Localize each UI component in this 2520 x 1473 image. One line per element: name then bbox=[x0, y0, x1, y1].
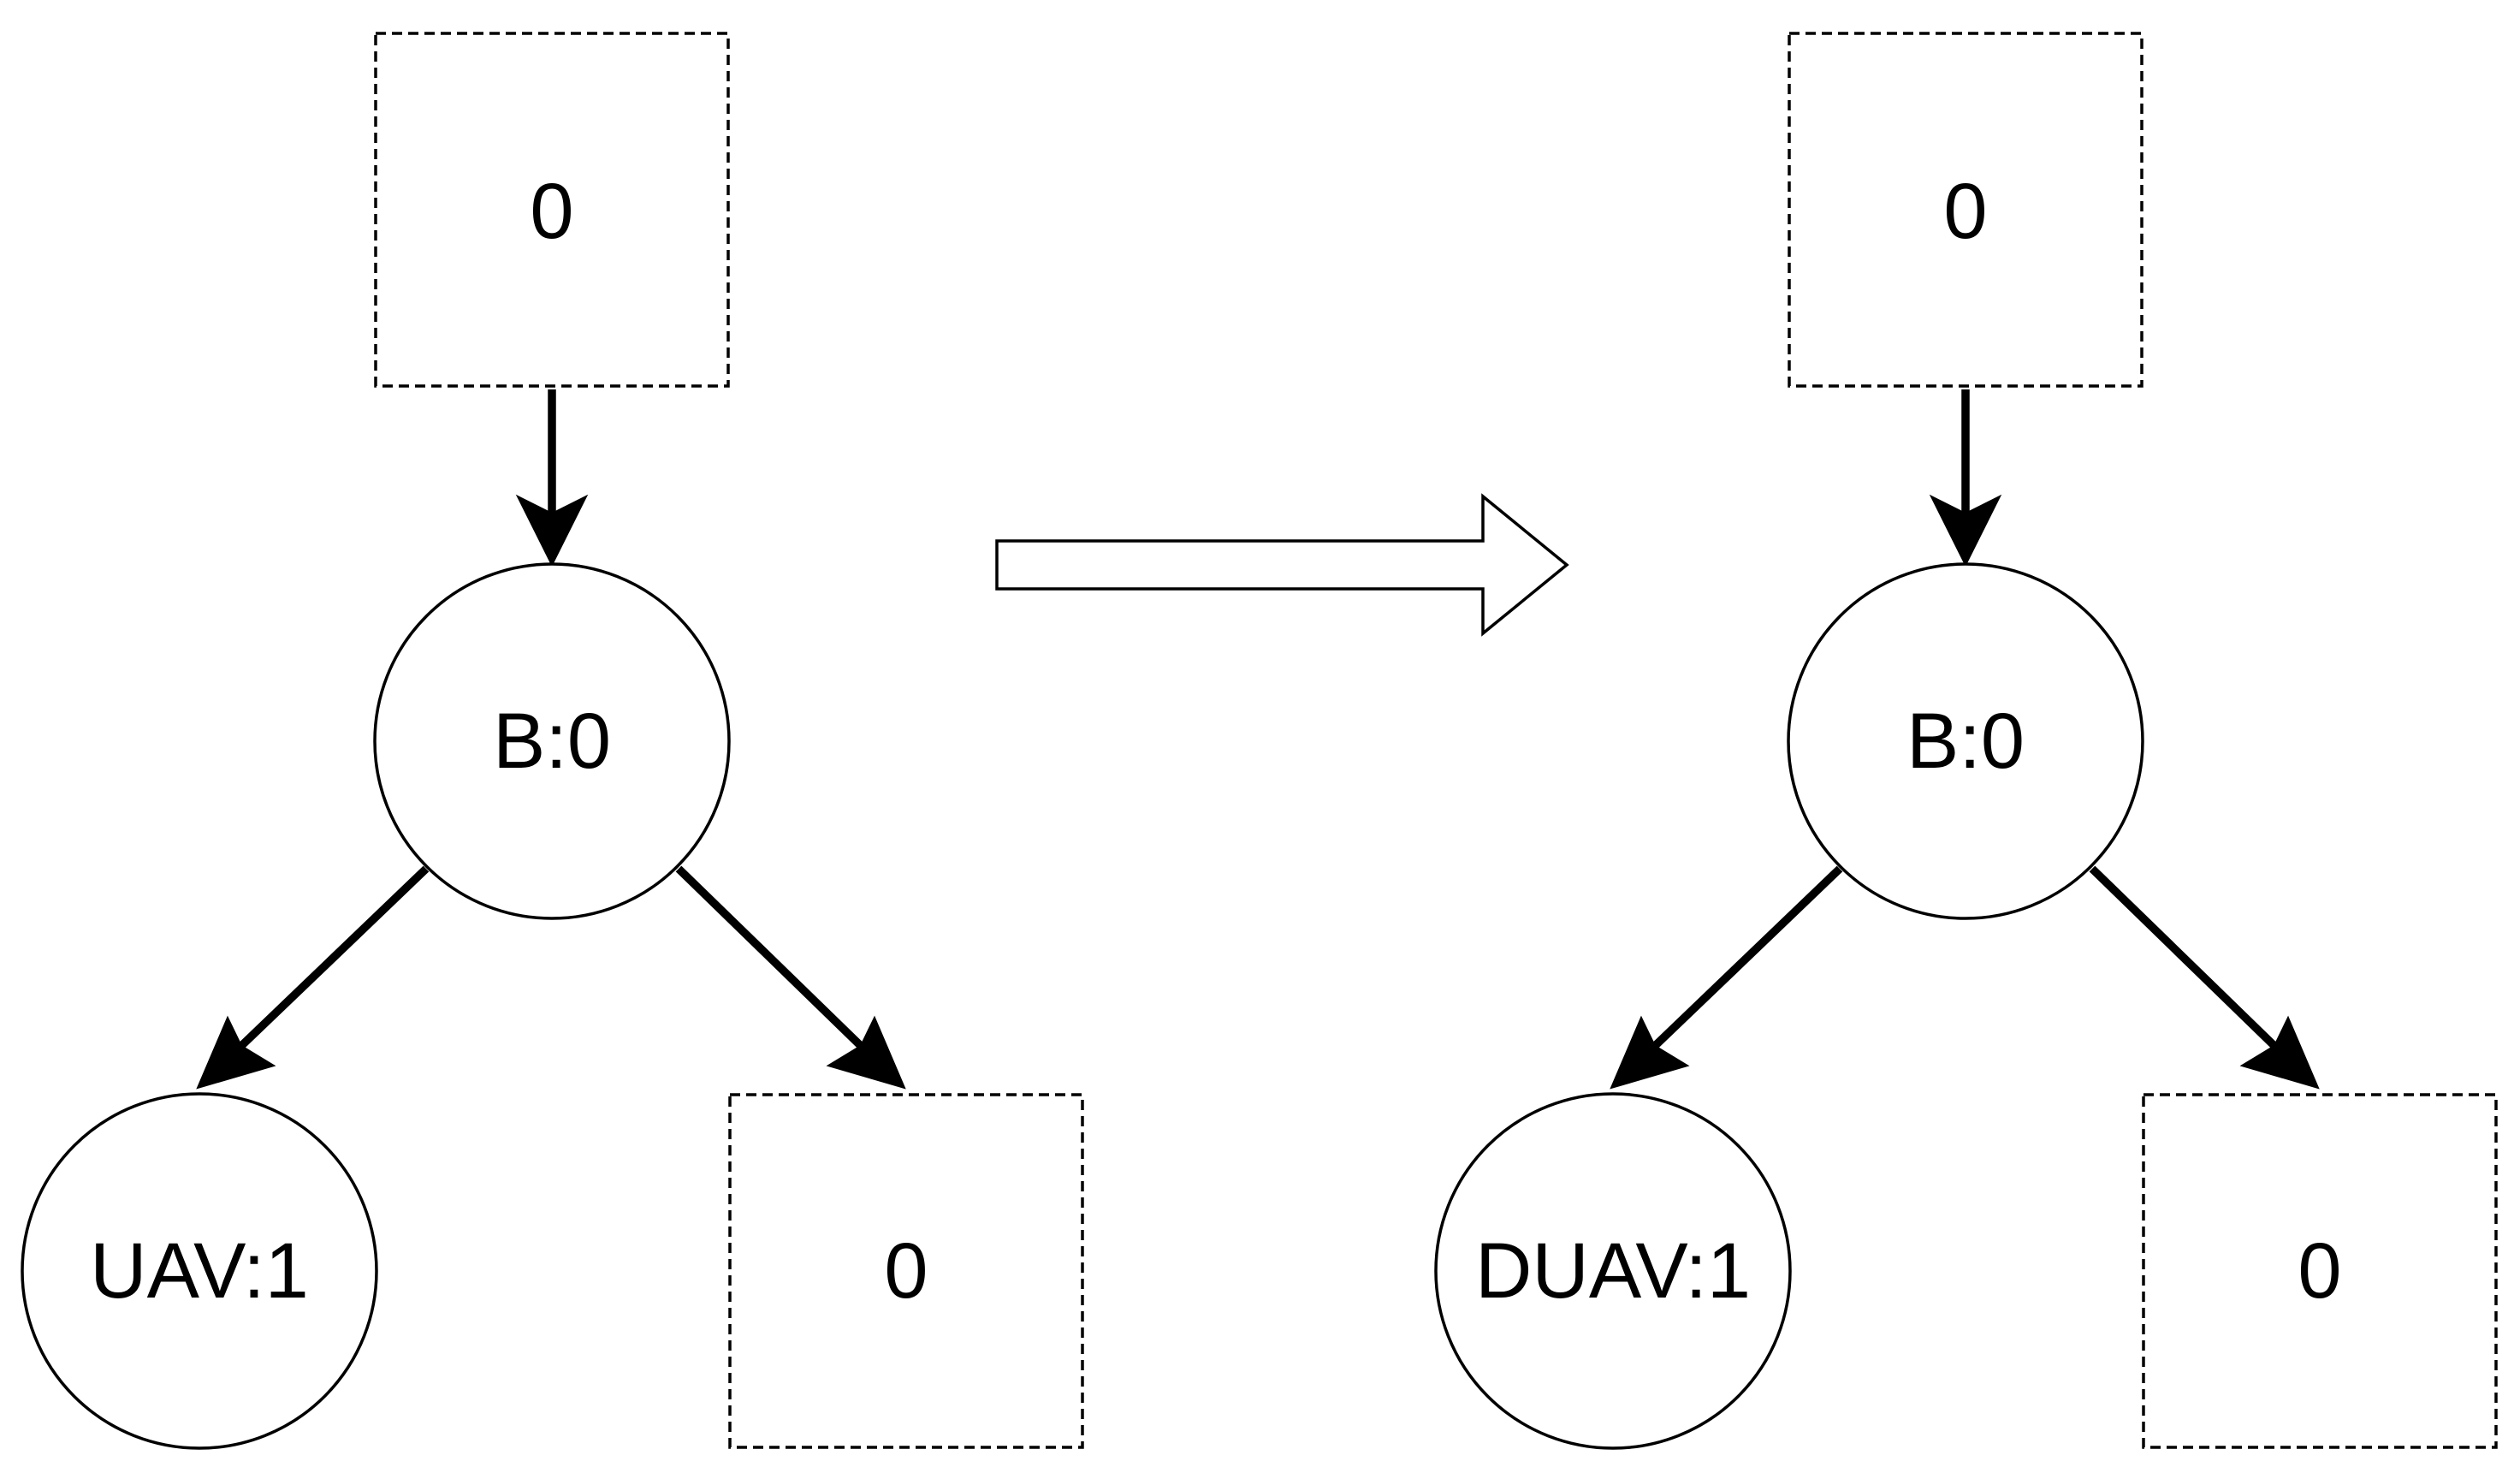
right-arrowhead-root-to-left-child bbox=[1610, 1015, 1690, 1090]
left-arrowhead-top-to-root bbox=[515, 494, 589, 567]
right-tree: 0 B:0 DUAV:1 0 bbox=[1434, 32, 2498, 1450]
right-left-child-label: DUAV:1 bbox=[1475, 1227, 1751, 1315]
right-top-box: 0 bbox=[1788, 32, 2143, 388]
left-edge-root-to-right-child bbox=[675, 865, 864, 1049]
left-edge-root-to-left-child bbox=[238, 865, 430, 1049]
left-top-box: 0 bbox=[374, 32, 730, 388]
right-edge-root-to-right-child bbox=[2089, 865, 2278, 1049]
left-child-label: UAV:1 bbox=[90, 1227, 309, 1315]
left-root-label: B:0 bbox=[493, 698, 611, 785]
right-right-child-label: 0 bbox=[2298, 1227, 2341, 1315]
right-top-box-label: 0 bbox=[1943, 168, 1987, 255]
right-root-node: B:0 bbox=[1787, 562, 2144, 920]
right-arrowhead-top-to-root bbox=[1929, 494, 2002, 567]
right-arrowhead-root-to-right-child bbox=[2239, 1015, 2320, 1090]
right-right-child-box: 0 bbox=[2142, 1093, 2498, 1449]
left-arrowhead-root-to-left-child bbox=[196, 1015, 276, 1090]
left-child-node: UAV:1 bbox=[21, 1092, 378, 1450]
left-top-box-label: 0 bbox=[530, 168, 573, 255]
left-right-child-label: 0 bbox=[884, 1227, 928, 1315]
right-left-child-node: DUAV:1 bbox=[1434, 1092, 1792, 1450]
right-root-label: B:0 bbox=[1906, 698, 2025, 785]
left-root-node: B:0 bbox=[373, 562, 731, 920]
transformation-arrow bbox=[995, 493, 1569, 637]
left-tree: 0 B:0 UAV:1 0 bbox=[21, 32, 1084, 1450]
left-arrowhead-root-to-right-child bbox=[826, 1015, 906, 1090]
left-right-child-box: 0 bbox=[728, 1093, 1084, 1449]
right-edge-root-to-left-child bbox=[1651, 865, 1843, 1049]
